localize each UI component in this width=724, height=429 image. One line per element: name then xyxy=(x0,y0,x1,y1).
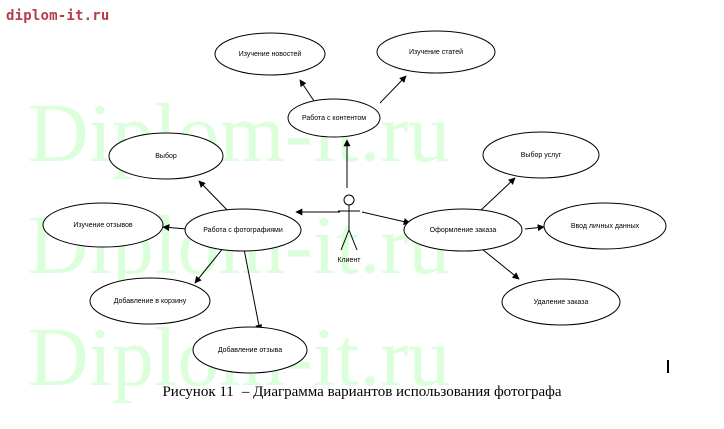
use-case-label: Ввод личных данных xyxy=(571,223,640,230)
use-case-photos: Работа с фотографиями xyxy=(184,208,302,252)
use-case-add-cart: Добавление в корзину xyxy=(89,277,211,325)
actor-leg-right xyxy=(348,229,358,251)
use-case-label: Работа с контентом xyxy=(302,114,366,122)
connector-content-articles xyxy=(379,75,407,104)
actor-head xyxy=(343,194,355,206)
use-case-services: Выбор услуг xyxy=(482,131,600,179)
connector-photos-reviews xyxy=(162,224,188,232)
use-case-label: Выбор xyxy=(155,152,177,160)
use-case-label: Работа с фотографиями xyxy=(203,226,283,234)
use-case-choice: Выбор xyxy=(108,132,224,180)
use-case-label: Изучение статей xyxy=(409,48,463,56)
connector-order-delete xyxy=(481,248,520,280)
use-case-label: Изучение новостей xyxy=(239,50,302,58)
use-case-order: Оформление заказа xyxy=(403,208,523,252)
actor-figure xyxy=(338,194,360,251)
use-case-label: Выбор услуг xyxy=(521,151,562,159)
connector-content-news xyxy=(299,79,317,105)
use-case-content: Работа с контентом xyxy=(287,98,381,138)
use-case-add-review: Добавление отзыва xyxy=(192,326,308,374)
use-case-label: Добавление в корзину xyxy=(114,297,187,305)
connector-actor-order xyxy=(361,211,411,226)
caption-text: – Диаграмма вариантов использования фото… xyxy=(241,384,562,400)
connector-photos-cart xyxy=(194,246,225,284)
connector-order-personal xyxy=(524,224,545,232)
use-case-label: Добавление отзыва xyxy=(218,346,282,354)
caption-number: Рисунок 11 xyxy=(162,384,234,400)
use-case-label: Изучение отзывов xyxy=(73,222,133,229)
figure-caption: Рисунок 11 – Диаграмма вариантов использо… xyxy=(0,384,724,401)
margin-bar xyxy=(667,360,669,373)
use-case-articles: Изучение статей xyxy=(376,30,496,74)
connectors xyxy=(162,75,545,332)
connector-order-services xyxy=(479,177,516,212)
site-header[interactable]: diplom-it.ru xyxy=(6,8,110,24)
use-case-delete-order: Удаление заказа xyxy=(501,278,621,326)
use-case-label: Оформление заказа xyxy=(430,227,497,234)
actor-label: Клиент xyxy=(337,257,361,264)
use-case-news: Изучение новостей xyxy=(214,32,326,76)
use-case-reviews: Изучение отзывов xyxy=(42,202,164,248)
use-case-personal: Ввод личных данных xyxy=(543,202,667,250)
connector-photos-choice xyxy=(198,180,231,214)
connector-photos-review-add xyxy=(243,248,263,332)
actor-leg-left xyxy=(340,229,350,251)
use-case-label: Удаление заказа xyxy=(534,299,589,306)
